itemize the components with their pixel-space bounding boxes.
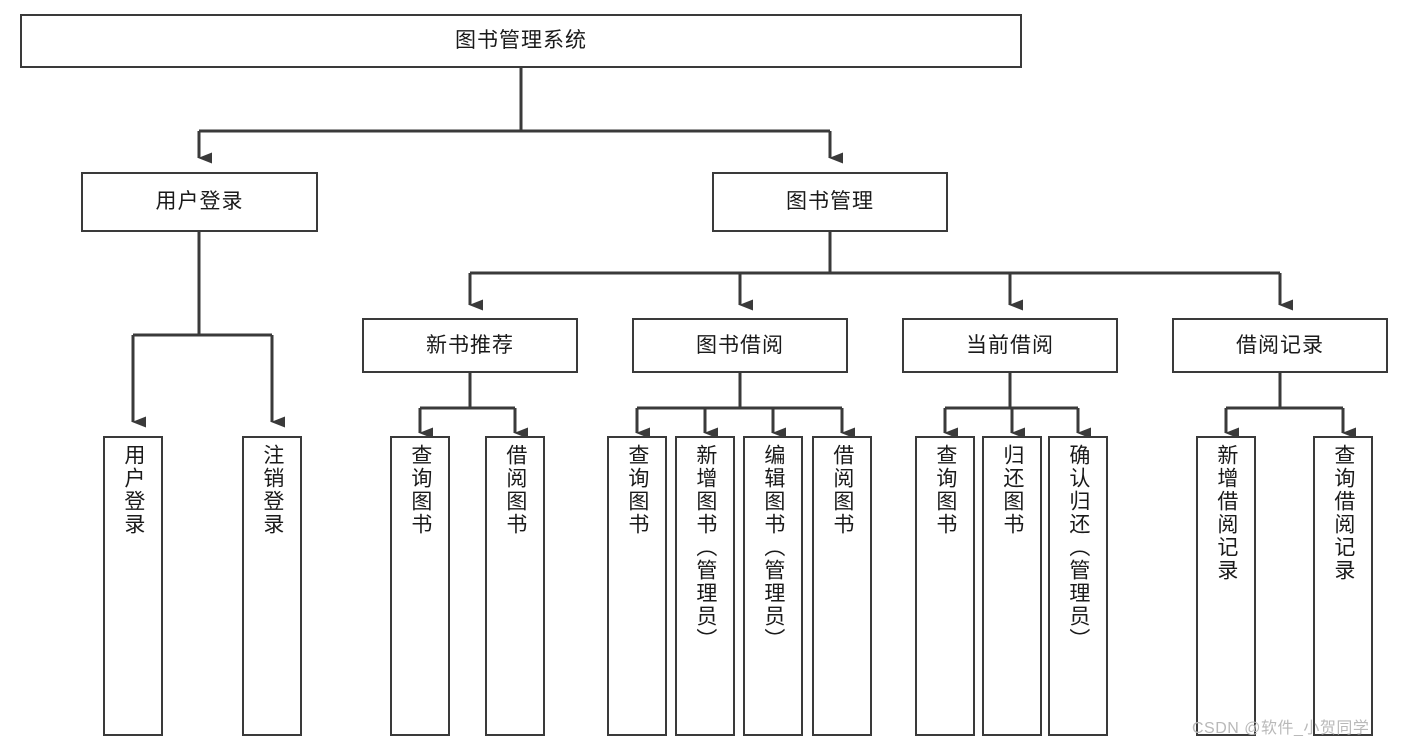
leaf-borrow-book[interactable]: 借阅图书: [812, 436, 872, 736]
node-label: 借阅记录: [1236, 333, 1324, 357]
node-current-borrow[interactable]: 当前借阅: [902, 318, 1118, 373]
node-label: 确认归还（管理员）: [1066, 444, 1090, 651]
leaf-query-book-current[interactable]: 查询图书: [915, 436, 975, 736]
node-book-borrow[interactable]: 图书借阅: [632, 318, 848, 373]
node-label: 注销登录: [260, 444, 284, 536]
leaf-return-book[interactable]: 归还图书: [982, 436, 1042, 736]
leaf-user-login[interactable]: 用户登录: [103, 436, 163, 736]
csdn-watermark: CSDN @软件_小贺同学: [1192, 720, 1370, 737]
node-label: 借阅图书: [830, 444, 854, 536]
leaf-query-book-borrow[interactable]: 查询图书: [607, 436, 667, 736]
node-borrow-record[interactable]: 借阅记录: [1172, 318, 1388, 373]
node-label: 新增借阅记录: [1214, 444, 1238, 582]
node-root-system[interactable]: 图书管理系统: [20, 14, 1022, 68]
node-label: 图书管理: [786, 190, 874, 214]
node-label: 编辑图书（管理员）: [761, 444, 785, 651]
node-book-management[interactable]: 图书管理: [712, 172, 948, 232]
node-label: 查询借阅记录: [1331, 444, 1355, 582]
leaf-query-book-recommend[interactable]: 查询图书: [390, 436, 450, 736]
node-label: 图书管理系统: [455, 29, 587, 53]
node-label: 查询图书: [625, 444, 649, 536]
leaf-borrow-book-recommend[interactable]: 借阅图书: [485, 436, 545, 736]
leaf-edit-book-admin[interactable]: 编辑图书（管理员）: [743, 436, 803, 736]
node-label: 新增图书（管理员）: [693, 444, 717, 651]
node-new-book-recommend[interactable]: 新书推荐: [362, 318, 578, 373]
leaf-add-borrow-record[interactable]: 新增借阅记录: [1196, 436, 1256, 736]
leaf-query-borrow-record[interactable]: 查询借阅记录: [1313, 436, 1373, 736]
leaf-confirm-return-admin[interactable]: 确认归还（管理员）: [1048, 436, 1108, 736]
node-label: 图书借阅: [696, 333, 784, 357]
node-label: 归还图书: [1000, 444, 1024, 536]
leaf-user-logout[interactable]: 注销登录: [242, 436, 302, 736]
node-label: 当前借阅: [966, 333, 1054, 357]
leaf-add-book-admin[interactable]: 新增图书（管理员）: [675, 436, 735, 736]
node-label: 用户登录: [155, 190, 244, 214]
node-label: 用户登录: [121, 444, 145, 536]
node-label: 查询图书: [933, 444, 957, 536]
node-label: 新书推荐: [426, 333, 514, 357]
node-label: 查询图书: [408, 444, 432, 536]
node-label: 借阅图书: [503, 444, 527, 536]
node-user-login[interactable]: 用户登录: [81, 172, 318, 232]
